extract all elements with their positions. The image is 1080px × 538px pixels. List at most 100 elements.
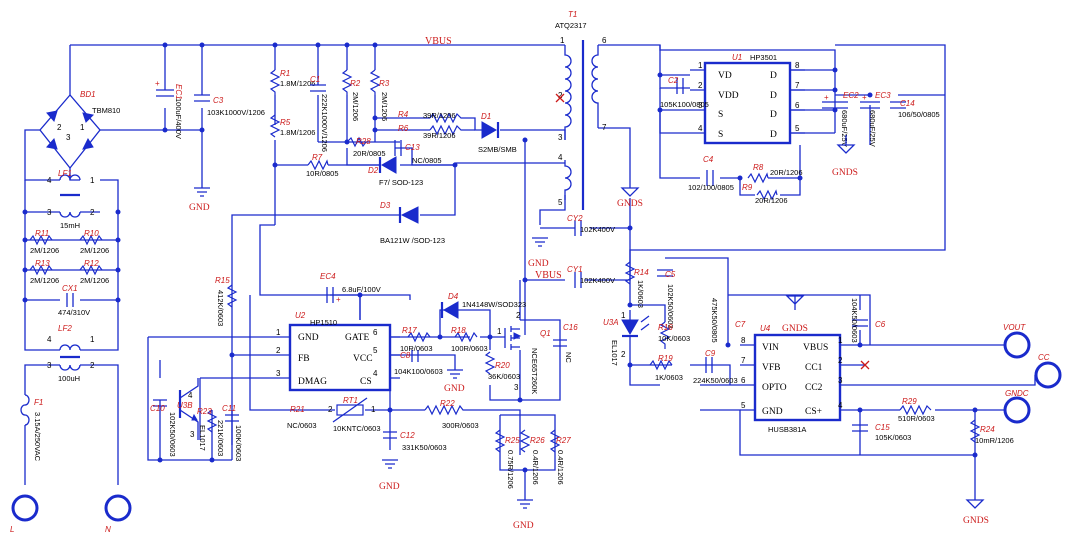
net-label-vbus-mid: VBUS (535, 270, 562, 281)
resistor-r9: R9 20R/1206 (742, 183, 788, 205)
svg-text:GNDS: GNDS (832, 168, 858, 178)
svg-text:R25: R25 (505, 436, 520, 445)
svg-text:105K/0603: 105K/0603 (875, 433, 911, 442)
svg-text:VIN: VIN (762, 343, 779, 353)
svg-text:1K/0603: 1K/0603 (655, 373, 683, 382)
resistor-r26: R26 0.4R/1206 (519, 429, 545, 485)
svg-text:OPTO: OPTO (762, 383, 787, 393)
lf1-value: 15mH (60, 221, 80, 230)
connector-n: N (104, 494, 132, 534)
svg-text:1.8M/1206: 1.8M/1206 (280, 128, 315, 137)
resistor-r8: R8 20R/1206 (747, 163, 803, 184)
svg-text:U4: U4 (760, 324, 771, 333)
svg-text:102K50/0603: 102K50/0603 (666, 284, 675, 329)
svg-text:2M/1206: 2M/1206 (80, 276, 109, 285)
svg-text:2: 2 (516, 311, 521, 320)
resistor-r14: R14 1K/0603 (624, 261, 649, 308)
svg-text:1: 1 (497, 327, 502, 336)
resistor-r5: R5 1.8M/1206 (269, 114, 315, 138)
svg-text:R17: R17 (402, 326, 417, 335)
svg-text:106/50/0805: 106/50/0805 (898, 110, 940, 119)
svg-text:20R/0805: 20R/0805 (353, 149, 386, 158)
svg-text:221K/0603: 221K/0603 (216, 420, 225, 456)
svg-text:5: 5 (795, 124, 800, 133)
svg-text:NC: NC (564, 352, 573, 363)
svg-text:LF2: LF2 (58, 324, 72, 333)
svg-text:3: 3 (66, 133, 71, 142)
svg-text:3: 3 (47, 361, 52, 370)
svg-text:104K50/0603: 104K50/0603 (850, 298, 859, 343)
svg-text:2M/1206: 2M/1206 (30, 276, 59, 285)
svg-text:7: 7 (795, 81, 800, 90)
connector-vout: VOUT (1003, 323, 1031, 359)
svg-text:10R/0805: 10R/0805 (306, 169, 339, 178)
svg-text:R12: R12 (84, 259, 99, 268)
svg-text:224K50/0603: 224K50/0603 (693, 376, 738, 385)
svg-text:NCE65T260K: NCE65T260K (530, 348, 539, 394)
svg-text:10KNTC/0603: 10KNTC/0603 (333, 424, 381, 433)
svg-text:2M/1206: 2M/1206 (80, 246, 109, 255)
ec1-ref: EC1 (174, 84, 183, 100)
svg-text:3.15A/250VAC: 3.15A/250VAC (33, 412, 42, 462)
svg-text:412K/0603: 412K/0603 (216, 290, 225, 326)
resistor-r28: R28 20R/0805 (346, 136, 386, 158)
svg-text:DMAG: DMAG (298, 377, 327, 387)
svg-text:3: 3 (698, 101, 703, 110)
capacitor-c14: C14 106/50/0805 (890, 99, 940, 119)
resistor-r21: R21 NC/0603 (287, 405, 317, 430)
svg-text:1: 1 (698, 61, 703, 70)
resistor-r16: R16 10K/0603 (658, 321, 690, 349)
capacitor-c9: C9 224K50/0603 (693, 349, 738, 385)
svg-text:104K100/0603: 104K100/0603 (394, 367, 443, 376)
c3-ref: C3 (213, 96, 224, 105)
svg-text:GND: GND (528, 259, 549, 269)
svg-text:R23: R23 (197, 407, 212, 416)
svg-text:CC2: CC2 (805, 383, 823, 393)
svg-text:1K/0603: 1K/0603 (636, 280, 645, 308)
svg-text:2: 2 (328, 405, 333, 414)
svg-text:680uF/25V: 680uF/25V (840, 110, 849, 147)
capacitor-ec2: + EC2 680uF/25V (822, 91, 859, 147)
svg-text:CC: CC (1038, 353, 1050, 362)
svg-text:S: S (718, 130, 723, 140)
svg-text:510R/0603: 510R/0603 (898, 414, 935, 423)
svg-text:2: 2 (90, 361, 95, 370)
svg-text:RT1: RT1 (343, 396, 358, 405)
svg-text:R11: R11 (35, 229, 49, 238)
svg-text:3: 3 (838, 376, 843, 385)
ec1-value: 100uF/400V (174, 98, 183, 139)
capacitor-c7: C7 475K50/0805 (710, 298, 746, 343)
ic-u1: U1 HP3501 VD VDD S S D D D D 12 34 87 65 (690, 53, 805, 145)
svg-text:BA121W /SOD-123: BA121W /SOD-123 (380, 236, 445, 245)
svg-text:F1: F1 (34, 398, 43, 407)
svg-text:HP1510: HP1510 (310, 318, 337, 327)
svg-text:EL1017: EL1017 (610, 340, 619, 366)
svg-text:N: N (105, 525, 111, 534)
svg-text:222K1000V/1206: 222K1000V/1206 (320, 94, 329, 152)
diode-d1: D1 S2MB/SMB (478, 112, 517, 154)
mosfet-q1: Q1 NCE65T260K 21 3 (497, 311, 551, 394)
svg-text:R20: R20 (495, 361, 510, 370)
svg-text:39R/1206: 39R/1206 (423, 131, 456, 140)
svg-text:CS+: CS+ (805, 407, 822, 417)
svg-text:D1: D1 (481, 112, 491, 121)
svg-text:7: 7 (602, 123, 607, 132)
svg-text:102K400V: 102K400V (580, 225, 615, 234)
svg-text:36K/0603: 36K/0603 (488, 372, 520, 381)
svg-text:GNDS: GNDS (782, 324, 808, 334)
svg-text:C12: C12 (400, 431, 415, 440)
svg-text:3: 3 (514, 383, 519, 392)
svg-text:2: 2 (838, 356, 843, 365)
gnd-symbol-1: GND (189, 187, 210, 213)
svg-text:U1: U1 (732, 53, 742, 62)
svg-text:475K50/0805: 475K50/0805 (710, 298, 719, 343)
connector-l: L (10, 494, 39, 534)
resistor-r6: R6 39R/1206 (398, 124, 465, 140)
svg-text:GND: GND (189, 203, 210, 213)
gnds-symbol-4: GNDS (963, 499, 989, 526)
resistor-r23: R23 221K/0603 (197, 407, 225, 456)
svg-text:6: 6 (795, 101, 800, 110)
svg-text:6: 6 (602, 36, 607, 45)
